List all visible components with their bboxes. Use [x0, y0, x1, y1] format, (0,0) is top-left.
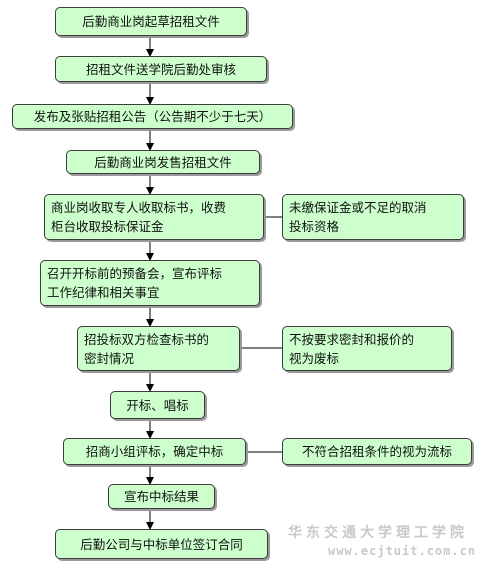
step-check-seal: 招投标双方检查标书的 密封情况: [77, 326, 240, 371]
note-label-line2: 视为废标: [289, 350, 340, 366]
step-label-line1: 商业岗收取专人收取标书，收费: [51, 200, 227, 215]
note-label: 不符合招租条件的视为流标: [301, 444, 452, 459]
step-label-line2: 工作纪律和相关事宜: [47, 285, 160, 300]
step-label: 后勤公司与中标单位签订合同: [80, 536, 243, 552]
step-label: 宣布中标结果: [123, 489, 199, 504]
step-label: 招商小组评标，确定中标: [85, 444, 224, 459]
watermark-line2: www.ecjtuit.com.cn: [328, 544, 477, 558]
step-draft-tender-docs: 后勤商业岗起草招租文件: [55, 7, 247, 36]
step-label: 后勤商业岗发售招租文件: [94, 154, 232, 170]
note-label-line1: 不按要求密封和报价的: [289, 331, 415, 347]
step-label-line1: 招投标双方检查标书的: [84, 331, 210, 347]
step-label-line2: 柜台收取投标保证金: [51, 219, 164, 234]
watermark: 华东交通大学理工学院 www.ecjtuit.com.cn: [288, 524, 488, 560]
note-label-line1: 未缴保证金或不足的取消: [289, 200, 427, 215]
step-pre-bid-meeting: 召开开标前的预备会，宣布评标 工作纪律和相关事宜: [40, 260, 260, 306]
step-open-bids: 开标、唱标: [110, 391, 205, 419]
note-label-line2: 投标资格: [289, 219, 340, 234]
note-failed-tender: 不符合招租条件的视为流标: [282, 438, 472, 465]
step-review-tender-docs: 招租文件送学院后勤处审核: [55, 56, 267, 82]
step-label-line2: 密封情况: [84, 350, 135, 366]
step-sign-contract: 后勤公司与中标单位签订合同: [55, 529, 268, 559]
step-label-line1: 召开开标前的预备会，宣布评标: [47, 266, 223, 281]
note-disqualify-deposit: 未缴保证金或不足的取消 投标资格: [282, 194, 464, 240]
step-label: 发布及张贴招租公告（公告期不少于七天）: [33, 109, 272, 124]
step-sell-tender-docs: 后勤商业岗发售招租文件: [66, 150, 260, 174]
step-label: 招租文件送学院后勤处审核: [85, 61, 236, 77]
step-announce-winner: 宣布中标结果: [108, 484, 215, 509]
step-publish-notice: 发布及张贴招租公告（公告期不少于七天）: [12, 104, 293, 129]
note-void-bid: 不按要求密封和报价的 视为废标: [282, 326, 452, 371]
step-label: 开标、唱标: [126, 397, 189, 413]
step-evaluate-bids: 招商小组评标，确定中标: [63, 438, 246, 465]
watermark-line1: 华东交通大学理工学院: [288, 525, 468, 541]
step-label: 后勤商业岗起草招租文件: [82, 14, 220, 29]
step-collect-bids: 商业岗收取专人收取标书，收费 柜台收取投标保证金: [44, 194, 264, 240]
